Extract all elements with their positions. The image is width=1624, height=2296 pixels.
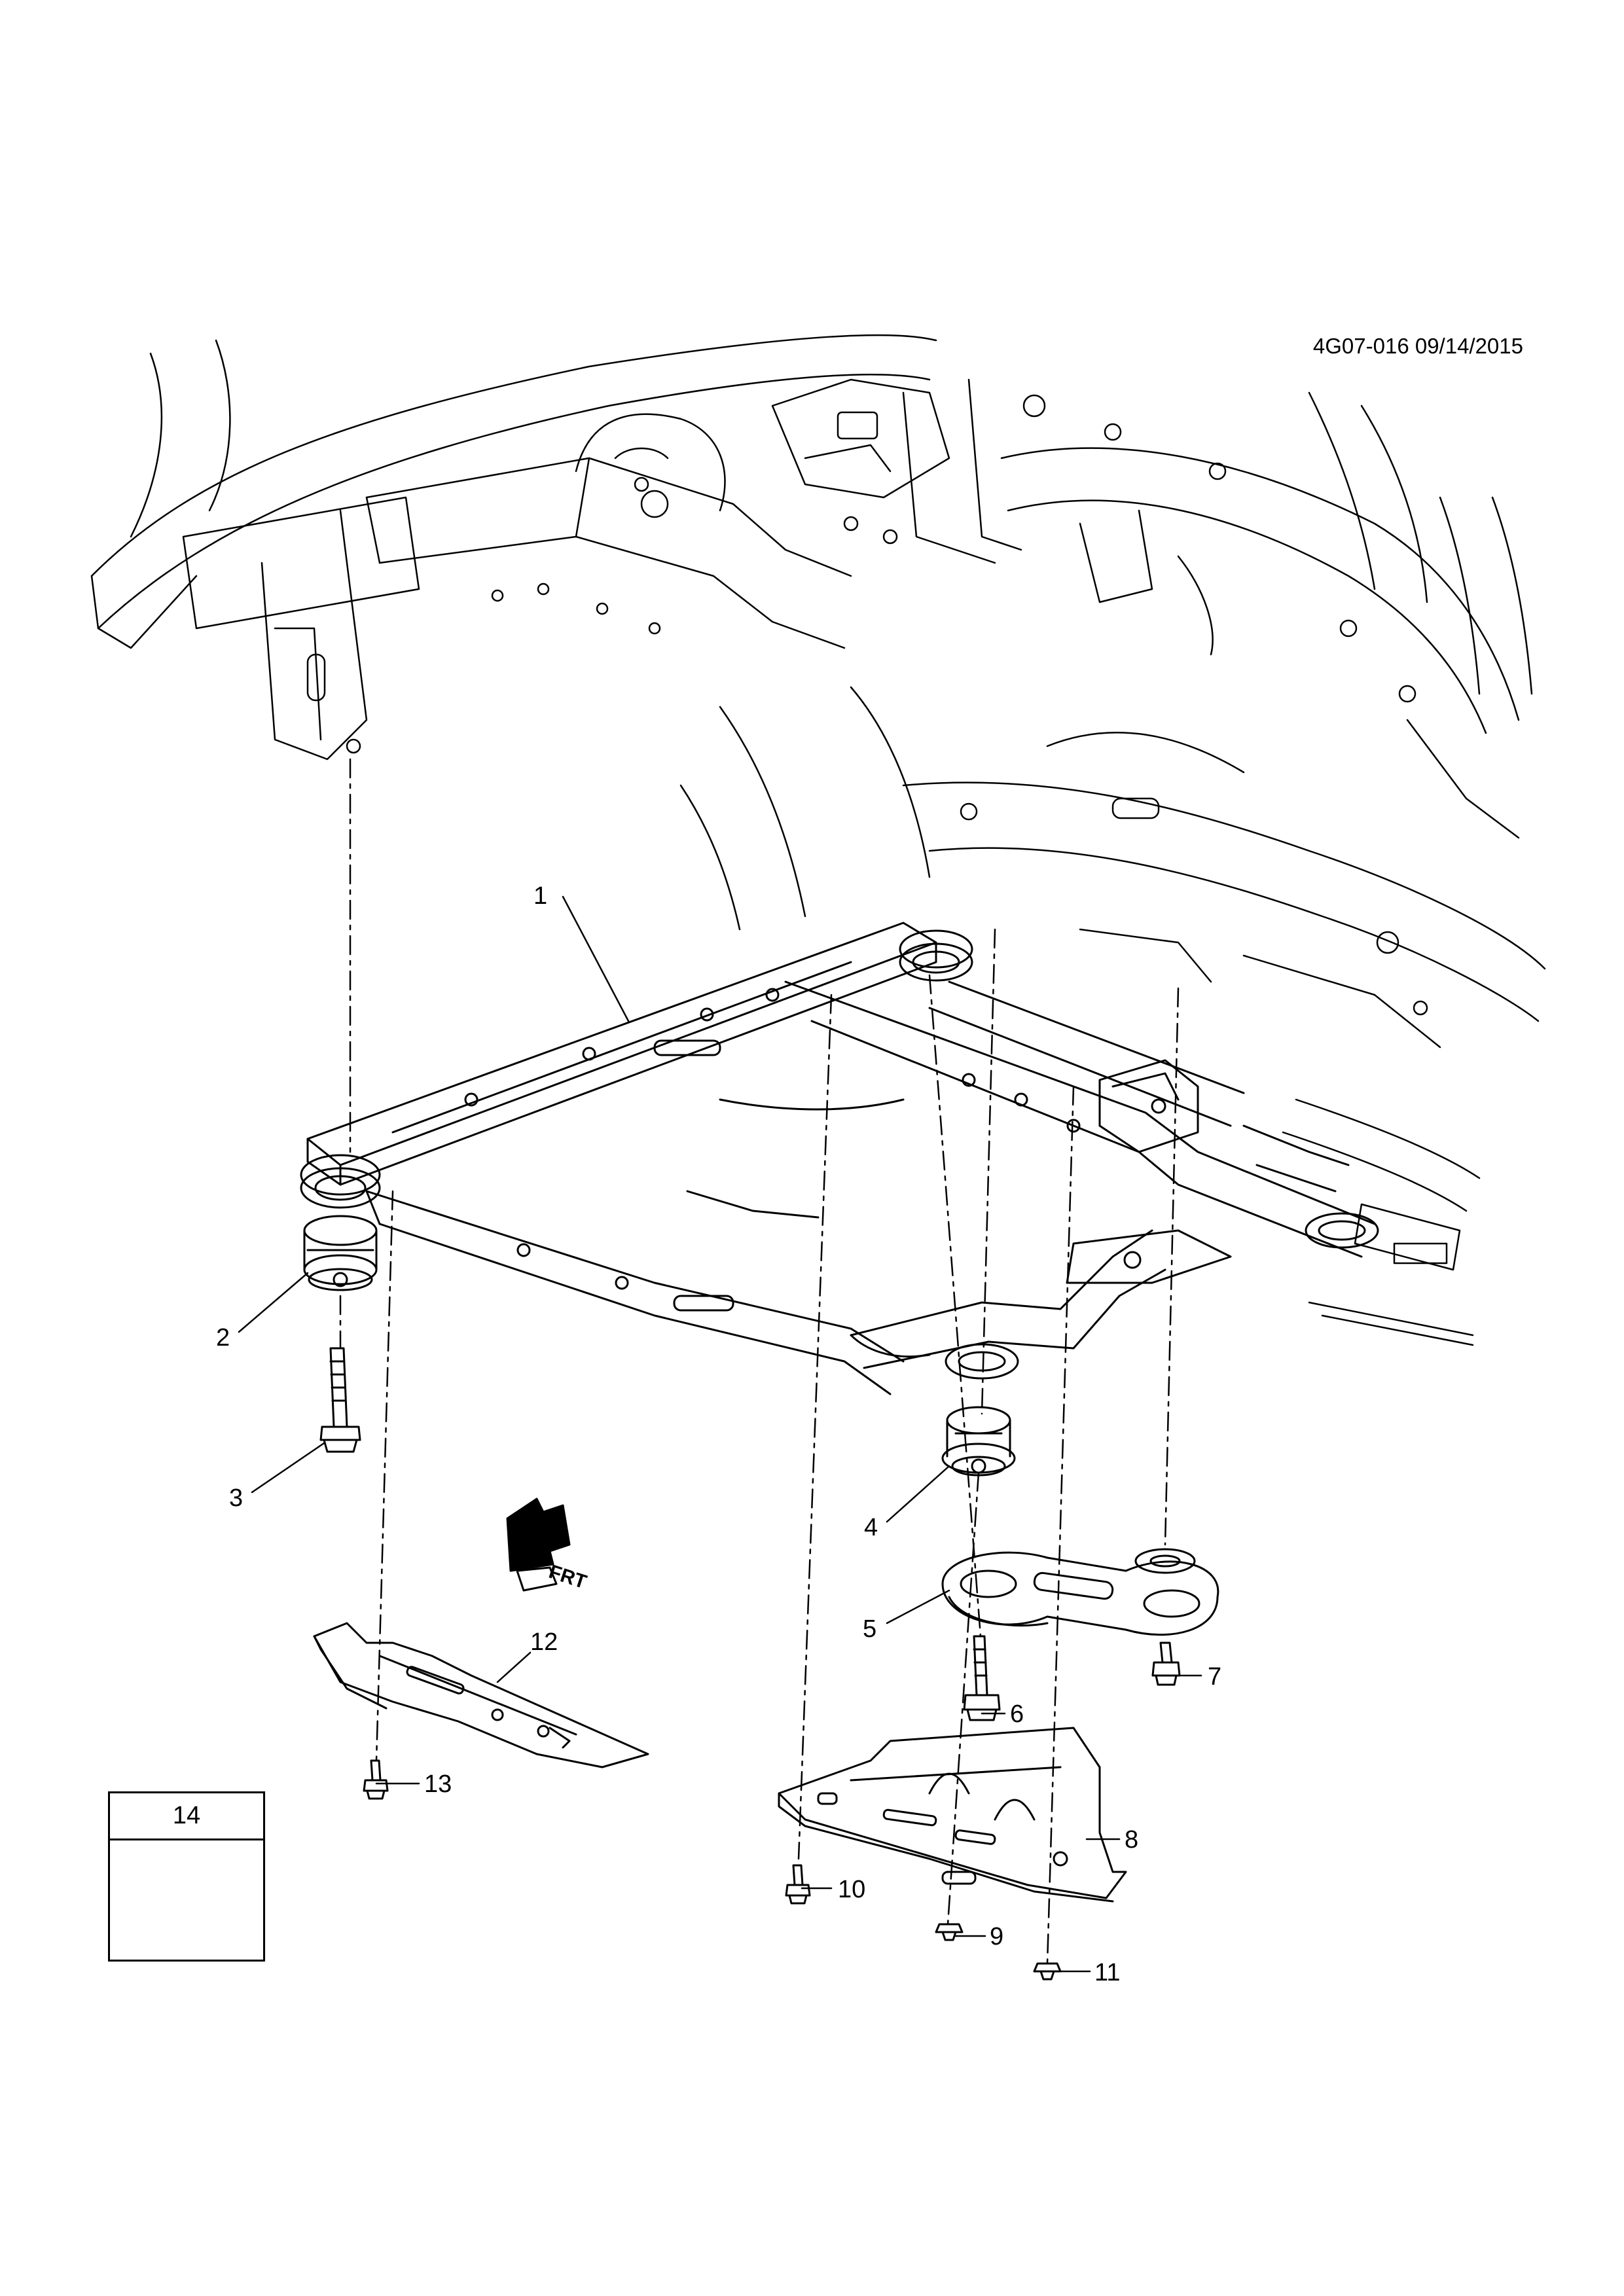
shield-bolt — [785, 1864, 811, 1905]
callout-8: 8 — [1125, 1826, 1139, 1854]
callout-1: 1 — [533, 882, 548, 910]
callout-13: 13 — [424, 1770, 452, 1798]
diagram-id-date: 4G07-016 09/14/2015 — [1312, 334, 1523, 358]
vehicle-body-structure — [90, 334, 1546, 1346]
assembly-centerlines — [339, 758, 1180, 1965]
subframe-cradle — [300, 922, 1379, 1395]
brace-bolt-rear — [1151, 1641, 1181, 1686]
push-clip — [935, 1923, 964, 1941]
brace-bolt — [963, 1635, 1001, 1721]
rear-bushing — [941, 1406, 1016, 1477]
rear-splash-shield — [778, 1727, 1127, 1903]
front-direction-arrow — [506, 1498, 571, 1592]
callout-5: 5 — [863, 1615, 877, 1643]
callout-4: 4 — [864, 1514, 878, 1541]
callout-2: 2 — [216, 1324, 230, 1352]
callout-3: 3 — [229, 1484, 244, 1512]
front-splash-shield — [313, 1622, 649, 1768]
callout-leaders — [238, 895, 1202, 1973]
inset-panel-14: 14 — [108, 1791, 265, 1962]
callout-6: 6 — [1010, 1700, 1024, 1728]
front-shield-bolt — [363, 1759, 389, 1800]
subframe-bolt-front — [319, 1347, 361, 1453]
callout-7: 7 — [1208, 1663, 1222, 1691]
callout-11: 11 — [1094, 1959, 1121, 1986]
callout-9: 9 — [990, 1923, 1004, 1950]
inset-callout-14: 14 — [110, 1793, 263, 1840]
callout-12: 12 — [530, 1628, 558, 1656]
subframe-brace — [941, 1548, 1219, 1636]
front-bushing — [303, 1215, 378, 1291]
callout-10: 10 — [838, 1876, 866, 1903]
